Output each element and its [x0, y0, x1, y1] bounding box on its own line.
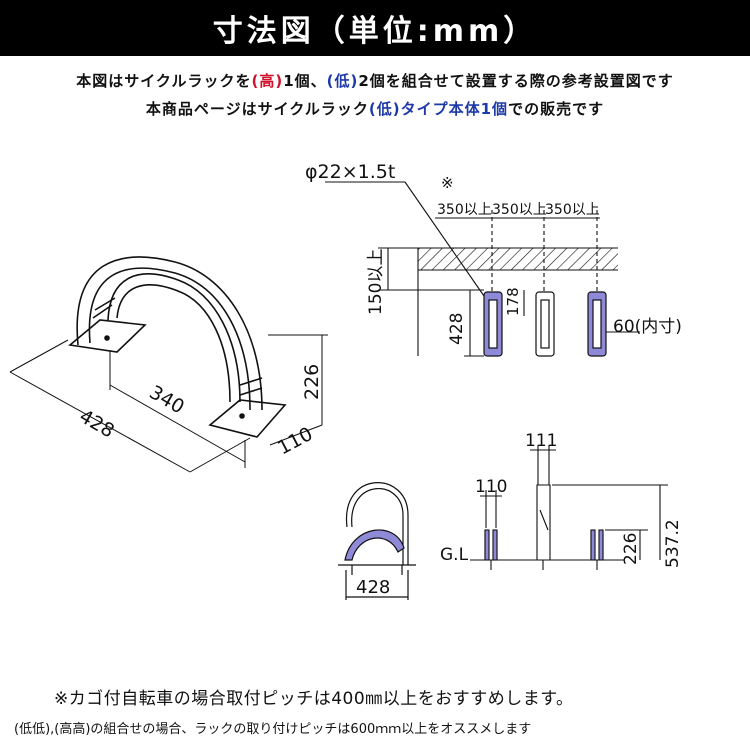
plan-view [325, 181, 640, 357]
note2-text-b: での販売です [508, 100, 605, 118]
plan-wall-hatch [418, 248, 618, 270]
side-rack-low-1-fill-b [492, 529, 498, 561]
plan-rack-low-2-slot [592, 299, 602, 349]
iso-arch-inner-inner [116, 284, 231, 403]
iso-width-label: 110 [274, 423, 316, 459]
iso-rack-drawing [68, 256, 287, 438]
front-width-label: 428 [356, 577, 390, 598]
note2-text-a: 本商品ページはサイクルラック [145, 100, 369, 118]
iso-ext-depth-a [9, 339, 69, 373]
iso-depth-label: 428 [76, 405, 118, 442]
note1-paren-open-high: ( [251, 72, 260, 90]
plan-pitch-1: 350以上 [437, 202, 492, 218]
iso-dimensions [9, 334, 328, 473]
plan-rack-low-1-slot [488, 299, 498, 349]
note1-text-c: 2個を組合せて設置する際の参考設置図です [358, 72, 674, 90]
footer-line-1: ※カゴ付自転車の場合取付ピッチは400㎜以上をおすすめします。 [54, 689, 574, 709]
note1-paren-open-low: ( [326, 72, 335, 90]
footer-line-2: (低低),(高高)の組合せの場合、ラックの取り付けピッチは600ｍｍ以上をオスス… [14, 722, 532, 737]
iso-cross-bar [239, 377, 263, 396]
note1-text-b: 1個、 [283, 72, 327, 90]
side-rack-low-1-fill-a [484, 529, 490, 561]
plan-rack-high-slot [540, 299, 550, 349]
side-gl-label: G.L [440, 545, 469, 565]
iso-ext-depth-b [189, 437, 251, 473]
side-view [470, 445, 668, 570]
plan-pipe-label: φ22×1.5t [305, 161, 395, 183]
note2-low: 低 [376, 100, 393, 118]
side-width-low-label: 110 [475, 477, 507, 497]
note2-paren-open: ( [368, 100, 377, 118]
iso-arch-inner [107, 273, 241, 403]
iso-dim-line-depth [9, 371, 191, 473]
note1-high: 高 [259, 72, 276, 90]
footer-note-2: (低低),(高高)の組合せの場合、ラックの取り付けピッチは600ｍｍ以上をオスス… [0, 718, 750, 737]
iso-bolt-rear [239, 413, 245, 419]
plan-inner-width-label: 60(内寸) [613, 317, 682, 337]
side-rack-low-2-fill-a [590, 529, 596, 561]
note2-type: タイプ本体1個 [400, 100, 509, 118]
iso-bolt-front [104, 335, 110, 341]
iso-height-label: 226 [301, 364, 323, 400]
side-rack-high [536, 484, 551, 561]
side-rack-high-bar [539, 509, 549, 531]
note2-paren-close: ) [392, 100, 401, 118]
iso-arch-outer [76, 256, 263, 411]
plan-racks [483, 291, 607, 357]
iso-arch-outer-inner [88, 267, 251, 411]
note-line-1: 本図はサイクルラックを(高)1個、(低)2個を組合せて設置する際の参考設置図です [0, 70, 750, 91]
plan-pitch-3: 350以上 [545, 202, 600, 218]
front-arch-outer-inner [351, 488, 404, 565]
iso-rear-plate [208, 399, 287, 438]
note1-paren-close-low: ) [350, 72, 359, 90]
iso-cross-bar-front [92, 297, 116, 319]
side-width-high-label: 111 [525, 431, 557, 451]
note-line-2: 本商品ページはサイクルラック(低)タイプ本体1個での販売です [0, 98, 750, 119]
plan-pipe-leader [404, 181, 485, 297]
front-view [338, 482, 416, 600]
side-height-low-label: 226 [621, 533, 641, 565]
plan-mark: ※ [441, 174, 454, 192]
iso-dim-line-base [109, 384, 246, 463]
page-title: 寸法図（単位:mm） [212, 14, 538, 49]
front-arch-outer [345, 482, 409, 565]
title-bar: 寸法図（単位:mm） [0, 0, 750, 56]
side-rack-low-2-fill-b [598, 529, 604, 561]
note1-paren-close-high: ) [275, 72, 284, 90]
iso-dim-line-width [269, 424, 323, 446]
note1-low: 低 [334, 72, 351, 90]
plan-wall-gap-label: 150以上 [366, 249, 386, 315]
plan-depth-label: 428 [447, 313, 467, 345]
side-height-high-label: 537.2 [663, 519, 683, 568]
note1-text-a: 本図はサイクルラックを [76, 72, 252, 90]
iso-base-label: 340 [146, 381, 188, 418]
front-arch-low [344, 529, 405, 561]
plan-pitch-2: 350以上 [492, 202, 547, 218]
footer-note-1: ※カゴ付自転車の場合取付ピッチは400㎜以上をおすすめします。 [0, 684, 750, 709]
plan-inner-len-label: 178 [504, 287, 522, 316]
